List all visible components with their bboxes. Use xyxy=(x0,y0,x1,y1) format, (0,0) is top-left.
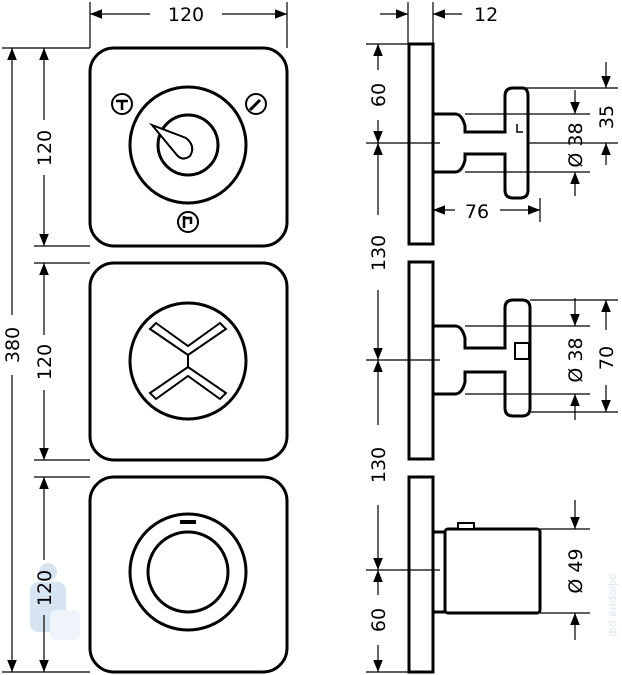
width-label: 120 xyxy=(168,4,204,26)
top-knob-dimensions: Ø 38 35 76 xyxy=(433,62,618,223)
spacing-dimensions: 60 130 130 60 xyxy=(366,43,440,673)
bath-spout-icon xyxy=(177,211,199,233)
spacing-label-1: 60 xyxy=(368,83,390,107)
depth-label: 12 xyxy=(474,4,498,26)
shutoff-valve-module xyxy=(88,261,289,462)
thermostat-dimensions: Ø 49 xyxy=(540,500,590,640)
top-knob-projection-label: 76 xyxy=(465,201,489,223)
spacing-label-2: 130 xyxy=(368,235,390,271)
middle-handle-diameter-label: Ø 38 xyxy=(565,337,587,382)
thermostat-diameter-label: Ø 49 xyxy=(565,548,587,593)
module-2-height-label: 120 xyxy=(34,344,56,380)
top-knob-diameter-label: Ø 38 xyxy=(565,122,587,167)
spacing-label-3: 130 xyxy=(368,447,390,483)
top-width-dimension: 120 xyxy=(89,2,288,48)
middle-handle-side xyxy=(431,298,532,418)
total-height-label: 380 xyxy=(2,327,24,363)
depth-dimension: 12 xyxy=(380,2,498,44)
side-view: 12 60 130 130 60 Ø 38 35 76 Ø 38 70 Ø 49 xyxy=(366,2,618,674)
top-knob-offset-label: 35 xyxy=(596,105,618,129)
plumber-logo xyxy=(30,563,80,640)
middle-handle-height-label: 70 xyxy=(596,346,618,370)
shower-head-icon xyxy=(245,93,267,115)
spacing-label-4: 60 xyxy=(368,608,390,632)
middle-handle-dimensions: Ø 38 70 xyxy=(465,298,618,420)
watermark: афория.рф xyxy=(30,563,620,640)
module-3-height-label: 120 xyxy=(34,570,56,606)
front-view: 120 380 120 120 120 xyxy=(2,2,289,674)
top-knob-side xyxy=(431,86,530,200)
hand-shower-icon xyxy=(111,93,133,115)
watermark-text: афория.рф xyxy=(607,573,620,637)
diverter-module xyxy=(88,46,289,248)
thermostat-module xyxy=(88,475,289,674)
module-1-height-label: 120 xyxy=(34,130,56,166)
module-height-dimensions: 120 120 120 xyxy=(34,48,90,672)
thermostat-side xyxy=(431,522,542,615)
